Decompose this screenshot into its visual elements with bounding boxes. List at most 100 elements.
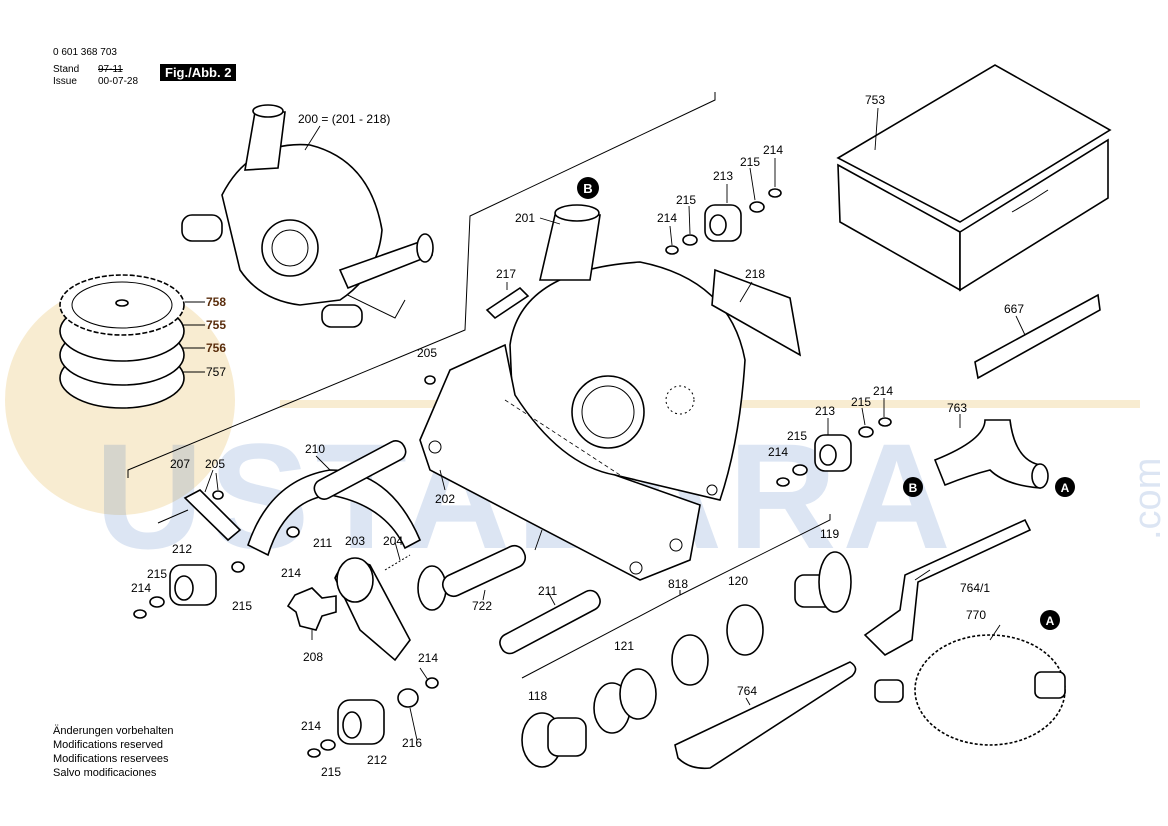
- base-hidden-edge: [504, 399, 621, 476]
- stand-value: 97-11: [98, 64, 123, 75]
- label-755: 755: [206, 318, 226, 332]
- screw-207: [157, 509, 189, 524]
- label-214f: 214: [131, 581, 151, 595]
- label-215b: 215: [676, 193, 696, 207]
- spring-216: [397, 688, 419, 708]
- base-hole-2: [669, 538, 683, 552]
- label-205a: 205: [417, 346, 437, 360]
- handle-722-grip: [441, 544, 527, 598]
- overview-frame-line: [127, 92, 716, 478]
- label-211b: 211: [538, 584, 557, 598]
- guard-clamp-inner: [581, 385, 635, 439]
- label-120: 120: [728, 574, 748, 588]
- base-plate: [419, 343, 718, 581]
- label-215f: 215: [232, 599, 252, 613]
- star-knob-208: [286, 587, 337, 631]
- figure-badge: Fig./Abb. 2: [160, 64, 237, 81]
- hose-770-coupling: [1034, 671, 1066, 699]
- handle-722-flange: [417, 565, 447, 611]
- label-770: 770: [966, 608, 986, 622]
- label-201: 201: [515, 211, 535, 225]
- part-217: [485, 286, 530, 320]
- overview-clamp-ring: [261, 219, 319, 277]
- stand-label: Stand: [53, 64, 80, 75]
- label-119: 119: [820, 527, 839, 541]
- base-hole-1: [428, 440, 442, 454]
- footer-notes: Änderungen vorbehalten Modifications res…: [53, 724, 173, 780]
- ring-120-b: [726, 604, 764, 656]
- guard-suction-port: [538, 214, 601, 281]
- flange-119: [818, 551, 852, 613]
- part-218: [711, 268, 802, 357]
- hose-770-end: [874, 679, 904, 703]
- ring-214-left: [133, 609, 147, 619]
- part-labels: 200 = (201 - 218) 201 217 218 753 667 21…: [131, 93, 1024, 779]
- label-215g: 215: [321, 765, 341, 779]
- marker-b-top: B: [577, 177, 599, 199]
- label-756: 756: [206, 341, 226, 355]
- shaft-211-upper: [313, 440, 407, 500]
- label-215a: 215: [740, 155, 760, 169]
- guard-clamp-ring: [571, 375, 645, 449]
- footer-line-en: Modifications reserved: [53, 739, 164, 751]
- roller-212-upper-face: [174, 575, 194, 601]
- label-214g: 214: [418, 651, 438, 665]
- leader-lines: [182, 107, 1026, 741]
- label-121: 121: [614, 639, 634, 653]
- overview-port-rim: [252, 104, 284, 118]
- base-hole-4: [706, 484, 718, 496]
- label-202: 202: [435, 492, 455, 506]
- label-214d: 214: [768, 445, 788, 459]
- washer-215-right-l: [792, 464, 808, 476]
- case-handle: [1011, 189, 1049, 213]
- elbow-763-end: [1031, 463, 1049, 489]
- washer-215-left-r: [231, 561, 245, 573]
- assembly-overview: [127, 92, 716, 478]
- ring-214-lower: [307, 748, 321, 758]
- label-212a: 212: [172, 542, 192, 556]
- disc-758-inner: [71, 281, 173, 329]
- protective-guard: [509, 204, 746, 501]
- label-214c: 214: [873, 384, 893, 398]
- roller-213-right-face: [819, 444, 837, 466]
- overview-suction-port: [244, 111, 286, 171]
- base-202: [419, 343, 701, 581]
- marker-a-hose: A: [1040, 610, 1060, 630]
- label-214b: 214: [657, 211, 677, 225]
- bracket-764-1: [863, 518, 1032, 656]
- label-667: 667: [1004, 302, 1024, 316]
- disc-758-hole: [115, 299, 129, 307]
- overview-roller-bottom: [321, 304, 363, 328]
- roller-212-lower-face: [342, 711, 362, 739]
- label-215c: 215: [851, 395, 871, 409]
- overview-clamp-inner: [271, 229, 309, 267]
- shaft-211-lower: [499, 589, 601, 655]
- issue-value: 00-07-28: [98, 76, 139, 87]
- label-763: 763: [947, 401, 967, 415]
- svg-text:A: A: [1046, 614, 1055, 628]
- label-204: 204: [383, 534, 403, 548]
- label-215e: 215: [147, 567, 167, 581]
- ring-120-a: [671, 634, 709, 686]
- bracket-210: [247, 469, 422, 557]
- flange-group-818: [521, 514, 852, 768]
- washer-215-upper: [682, 234, 698, 246]
- washer-215-right: [858, 426, 874, 438]
- issue-label: Issue: [53, 76, 77, 87]
- spanner-764: [674, 661, 857, 770]
- guard-port-rim: [554, 204, 600, 222]
- carrying-case: [836, 64, 1112, 292]
- part-number: 0 601 368 703: [53, 47, 117, 58]
- spring-204: [384, 554, 411, 571]
- washer-215-upper-r: [749, 201, 765, 213]
- ring-214-knob: [425, 677, 439, 689]
- label-764-1: 764/1: [960, 581, 990, 595]
- label-213b: 213: [815, 404, 835, 418]
- ring-214-right-l: [776, 477, 790, 487]
- label-212b: 212: [367, 753, 387, 767]
- roller-213-upper-face: [709, 214, 727, 236]
- marker-a-right: A: [1055, 477, 1075, 497]
- footer-line-de: Änderungen vorbehalten: [53, 725, 174, 737]
